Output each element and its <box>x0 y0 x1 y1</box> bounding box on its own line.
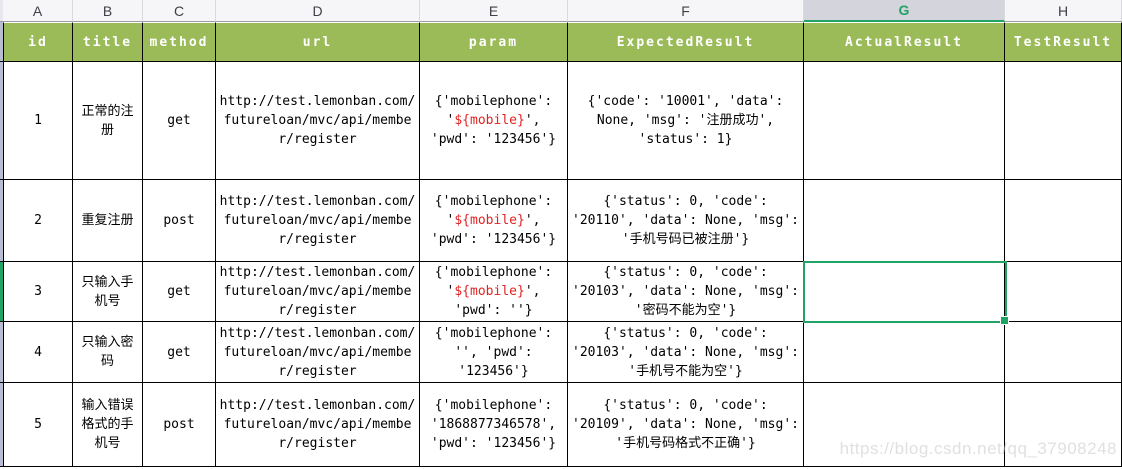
cell-id[interactable]: 2 <box>3 180 73 262</box>
cell-method[interactable]: get <box>143 262 216 322</box>
cell-actual-result[interactable] <box>804 322 1005 383</box>
param-text: {'mobilephone': '', 'pwd': '123456'} <box>434 325 553 379</box>
cell-method[interactable]: post <box>143 180 216 262</box>
header-param[interactable]: param <box>420 22 568 62</box>
cell-expected-result[interactable]: {'status': 0, 'code': '20103', 'data': N… <box>568 262 804 322</box>
cell-id[interactable]: 1 <box>3 62 73 180</box>
cell-test-result[interactable] <box>1005 180 1122 262</box>
cell-url[interactable]: http://test.lemonban.com/futureloan/mvc/… <box>216 383 420 467</box>
header-title[interactable]: title <box>73 22 143 62</box>
cell-param[interactable]: {'mobilephone': '${mobile}', 'pwd': '123… <box>420 62 568 180</box>
cell-url[interactable]: http://test.lemonban.com/futureloan/mvc/… <box>216 262 420 322</box>
header-actual-result[interactable]: ActualResult <box>804 22 1005 62</box>
cell-title[interactable]: 输入错误格式的手机号 <box>73 383 143 467</box>
column-letter-b[interactable]: B <box>73 0 143 22</box>
cell-expected-result[interactable]: {'status': 0, 'code': '20109', 'data': N… <box>568 383 804 467</box>
row-header-gutter <box>0 383 3 467</box>
cell-expected-result[interactable]: {'code': '10001', 'data': None, 'msg': '… <box>568 62 804 180</box>
column-letter-a[interactable]: A <box>3 0 73 22</box>
url-text: http://test.lemonban.com/futureloan/mvc/… <box>219 325 416 379</box>
row-header-gutter <box>0 0 3 22</box>
param-variable: ${mobile} <box>454 213 525 228</box>
param-text: ', 'pwd': '123456'} <box>430 113 557 147</box>
cell-id[interactable]: 5 <box>3 383 73 467</box>
cell-url[interactable]: http://test.lemonban.com/futureloan/mvc/… <box>216 62 420 180</box>
cell-id[interactable]: 3 <box>3 262 73 322</box>
column-letter-e[interactable]: E <box>420 0 568 22</box>
param-text: ', 'pwd': '123456'} <box>430 213 557 247</box>
header-method[interactable]: method <box>143 22 216 62</box>
param-text: {'mobilephone': ' <box>434 94 553 128</box>
row-header-gutter <box>0 62 3 180</box>
url-text: http://test.lemonban.com/futureloan/mvc/… <box>219 194 416 247</box>
header-id[interactable]: id <box>3 22 73 62</box>
cell-actual-result[interactable] <box>804 383 1005 467</box>
cell-param[interactable]: {'mobilephone': '${mobile}', 'pwd': ''} <box>420 262 568 322</box>
cell-title[interactable]: 只输入手机号 <box>73 262 143 322</box>
cell-test-result[interactable] <box>1005 383 1122 467</box>
cell-actual-result[interactable] <box>804 180 1005 262</box>
url-text: http://test.lemonban.com/futureloan/mvc/… <box>219 265 416 318</box>
column-letter-g-selected[interactable]: G <box>804 0 1005 22</box>
row-header-gutter-selected <box>0 262 3 322</box>
header-expected-result[interactable]: ExpectedResult <box>568 22 804 62</box>
row-header-gutter <box>0 322 3 383</box>
column-letter-d[interactable]: D <box>216 0 420 22</box>
cell-test-result[interactable] <box>1005 262 1122 322</box>
cell-test-result[interactable] <box>1005 322 1122 383</box>
cell-test-result[interactable] <box>1005 62 1122 180</box>
cell-param[interactable]: {'mobilephone': '', 'pwd': '123456'} <box>420 322 568 383</box>
param-variable: ${mobile} <box>454 113 525 128</box>
cell-expected-result[interactable]: {'status': 0, 'code': '20110', 'data': N… <box>568 180 804 262</box>
fill-handle[interactable] <box>1000 316 1009 325</box>
url-text: http://test.lemonban.com/futureloan/mvc/… <box>219 94 416 147</box>
cell-actual-result-active[interactable] <box>804 262 1005 322</box>
cell-expected-result[interactable]: {'status': 0, 'code': '20103', 'data': N… <box>568 322 804 383</box>
cell-actual-result[interactable] <box>804 62 1005 180</box>
cell-title[interactable]: 重复注册 <box>73 180 143 262</box>
column-letter-f[interactable]: F <box>568 0 804 22</box>
param-text: ', 'pwd': ''} <box>454 284 541 318</box>
cell-url[interactable]: http://test.lemonban.com/futureloan/mvc/… <box>216 322 420 383</box>
header-test-result[interactable]: TestResult <box>1005 22 1122 62</box>
cell-param[interactable]: {'mobilephone': '${mobile}', 'pwd': '123… <box>420 180 568 262</box>
cell-method[interactable]: post <box>143 383 216 467</box>
param-variable: ${mobile} <box>454 284 525 299</box>
cell-title[interactable]: 正常的注册 <box>73 62 143 180</box>
row-header-gutter <box>0 180 3 262</box>
cell-param[interactable]: {'mobilephone': '1868877346578', 'pwd': … <box>420 383 568 467</box>
cell-title[interactable]: 只输入密码 <box>73 322 143 383</box>
cell-method[interactable]: get <box>143 322 216 383</box>
url-text: http://test.lemonban.com/futureloan/mvc/… <box>219 398 416 451</box>
cell-id[interactable]: 4 <box>3 322 73 383</box>
param-text: {'mobilephone': ' <box>434 265 553 299</box>
column-letter-h[interactable]: H <box>1005 0 1122 22</box>
cell-method[interactable]: get <box>143 62 216 180</box>
header-url[interactable]: url <box>216 22 420 62</box>
row-header-gutter <box>0 22 3 62</box>
param-text: {'mobilephone': ' <box>434 194 553 228</box>
cell-url[interactable]: http://test.lemonban.com/futureloan/mvc/… <box>216 180 420 262</box>
param-text: {'mobilephone': '1868877346578', 'pwd': … <box>430 398 557 451</box>
column-letter-c[interactable]: C <box>143 0 216 22</box>
